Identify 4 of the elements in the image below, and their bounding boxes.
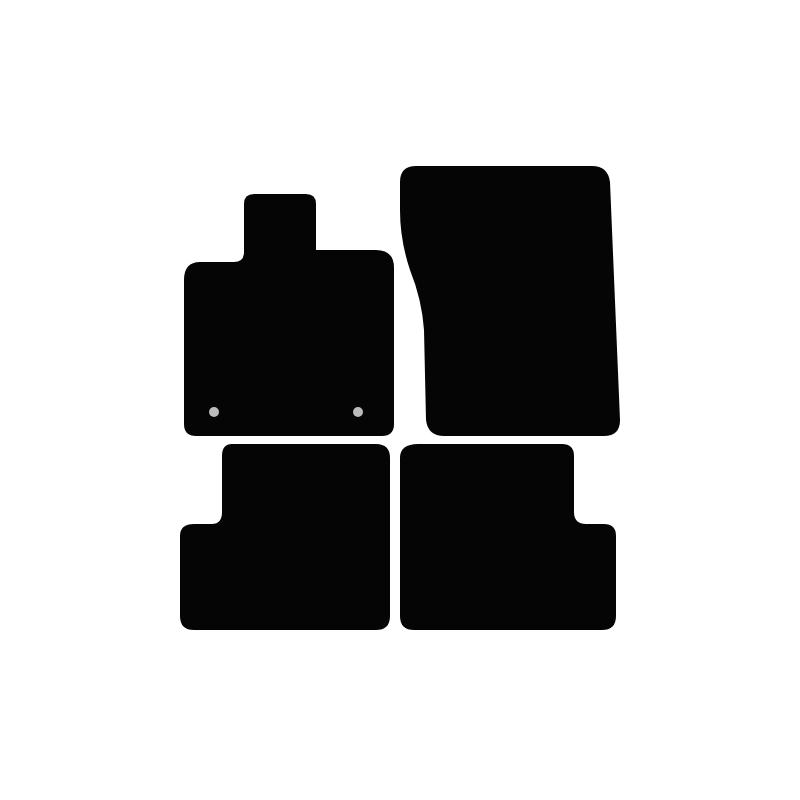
rear-right-mat-drawing (400, 444, 616, 630)
front-left-mat-drawing (184, 194, 394, 436)
front-right-mat-drawing (400, 166, 620, 436)
rear-left-mat-drawing (180, 444, 390, 630)
